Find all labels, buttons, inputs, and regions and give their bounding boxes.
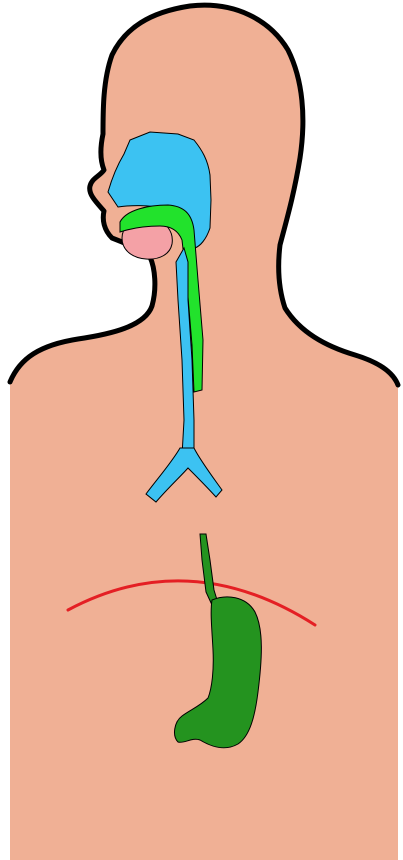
diagram-canvas — [0, 0, 403, 860]
digestive-respiratory-diagram — [0, 0, 403, 860]
